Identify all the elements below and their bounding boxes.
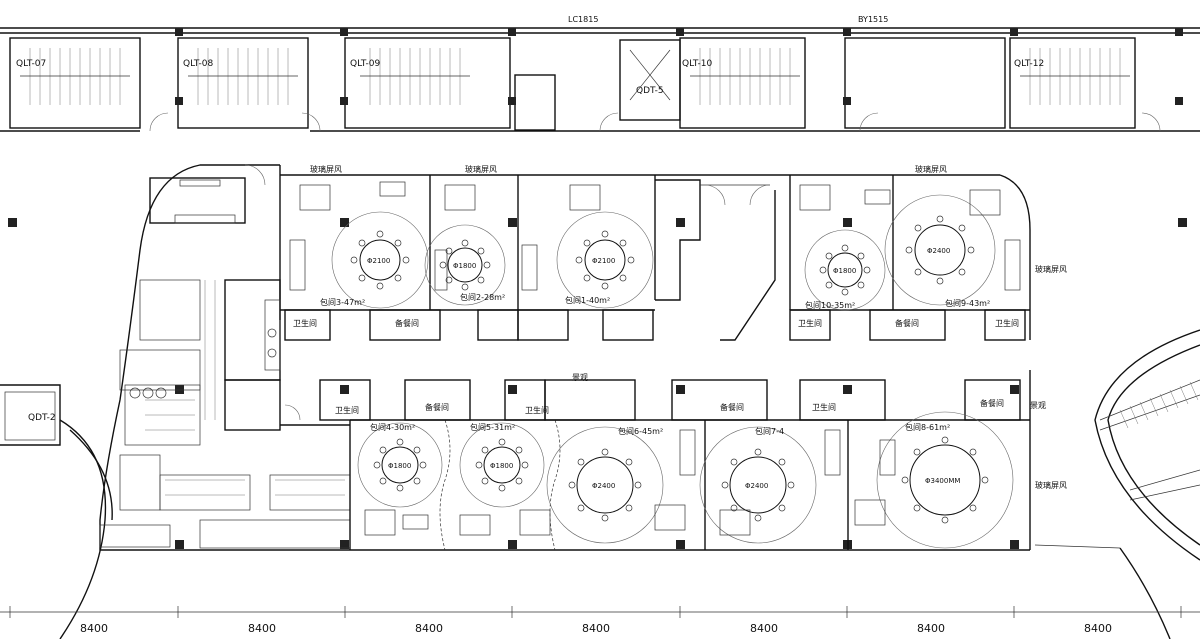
room-label: 包间4-30m² <box>370 422 415 432</box>
table-size: Φ1800 <box>453 262 476 270</box>
top-rooms: 玻璃屏风 玻璃屏风 玻璃屏风 玻璃屏风 包间3-47m² 包间2-28m² 包间… <box>280 164 1067 341</box>
table-size: Φ2400 <box>745 482 768 490</box>
pantry-label: 备餐间 <box>895 318 919 328</box>
dimension-value: 8400 <box>750 622 778 635</box>
table-size: Φ1800 <box>388 462 411 470</box>
dimension-value: 8400 <box>1084 622 1112 635</box>
toilet-label: 卫生间 <box>293 318 317 328</box>
table-size: Φ3400MM <box>925 477 960 485</box>
dimension-value: 8400 <box>80 622 108 635</box>
toilet-label: 卫生间 <box>995 318 1019 328</box>
kitchen-zone <box>99 164 351 549</box>
dimension-value: 8400 <box>917 622 945 635</box>
stair-label: QLT-08 <box>183 59 214 69</box>
left-lift: QDT-2 <box>0 384 113 639</box>
top-label-lc: LC1815 <box>568 15 598 24</box>
building-envelope <box>99 164 1121 551</box>
glass-screen-label: 玻璃屏风 <box>1035 264 1067 274</box>
view-label: 景观 <box>572 373 588 382</box>
dimension-value: 8400 <box>582 622 610 635</box>
glass-screen-label: 玻璃屏风 <box>310 164 342 174</box>
room-label: 包间10-35m² <box>805 300 855 310</box>
toilet-label: 卫生间 <box>525 405 549 415</box>
lift-label: QDT-2 <box>28 413 56 423</box>
table-size: Φ2100 <box>367 257 390 265</box>
pantry-label: 备餐间 <box>425 402 449 412</box>
table-size: Φ1800 <box>490 462 513 470</box>
stair-label: QLT-12 <box>1014 59 1044 69</box>
bottom-rooms: 景观 景观 玻璃屏风 卫生间 备餐间 卫生间 备餐间 卫生间 备餐间 包间4-3… <box>319 373 1067 551</box>
stair-label: QLT-09 <box>350 59 381 69</box>
escalator-atrium <box>1094 329 1200 639</box>
pantry-label: 备餐间 <box>980 398 1004 408</box>
table-size: Φ2400 <box>592 482 615 490</box>
room-label: 包间7-4 <box>755 426 784 436</box>
stair-label: QLT-10 <box>682 59 713 69</box>
room-label: 包间3-47m² <box>320 297 365 307</box>
room-label: 包间2-28m² <box>460 292 505 302</box>
room-label: 包间8-61m² <box>905 422 950 432</box>
table-size: Φ1800 <box>833 267 856 275</box>
top-label-by: BY1515 <box>858 15 888 24</box>
dimension-line: 8400 8400 8400 8400 8400 8400 8400 <box>0 606 1200 635</box>
dimension-value: 8400 <box>415 622 443 635</box>
view-label: 景观 <box>1030 401 1046 410</box>
glass-screen-label: 玻璃屏风 <box>915 164 947 174</box>
lift-label: QDT-5 <box>636 86 664 96</box>
room-label: 包间6-45m² <box>618 426 663 436</box>
glass-screen-label: 玻璃屏风 <box>1035 480 1067 490</box>
stair-label: QLT-07 <box>16 59 46 69</box>
glass-screen-label: 玻璃屏风 <box>465 164 497 174</box>
room-label: 包间1-40m² <box>565 295 610 305</box>
dimension-value: 8400 <box>248 622 276 635</box>
pantry-label: 备餐间 <box>720 402 744 412</box>
stair-core-strip: LC1815 BY1515 QLT-07 QLT-08 QLT-09 QDT-5… <box>0 15 1200 132</box>
toilet-label: 卫生间 <box>335 405 359 415</box>
table-size: Φ2400 <box>927 247 950 255</box>
toilet-label: 卫生间 <box>798 318 822 328</box>
room-label: 包间5-31m² <box>470 422 515 432</box>
table-size: Φ2100 <box>592 257 615 265</box>
room-label: 包间9-43m² <box>945 298 990 308</box>
pantry-label: 备餐间 <box>395 318 419 328</box>
toilet-label: 卫生间 <box>812 402 836 412</box>
